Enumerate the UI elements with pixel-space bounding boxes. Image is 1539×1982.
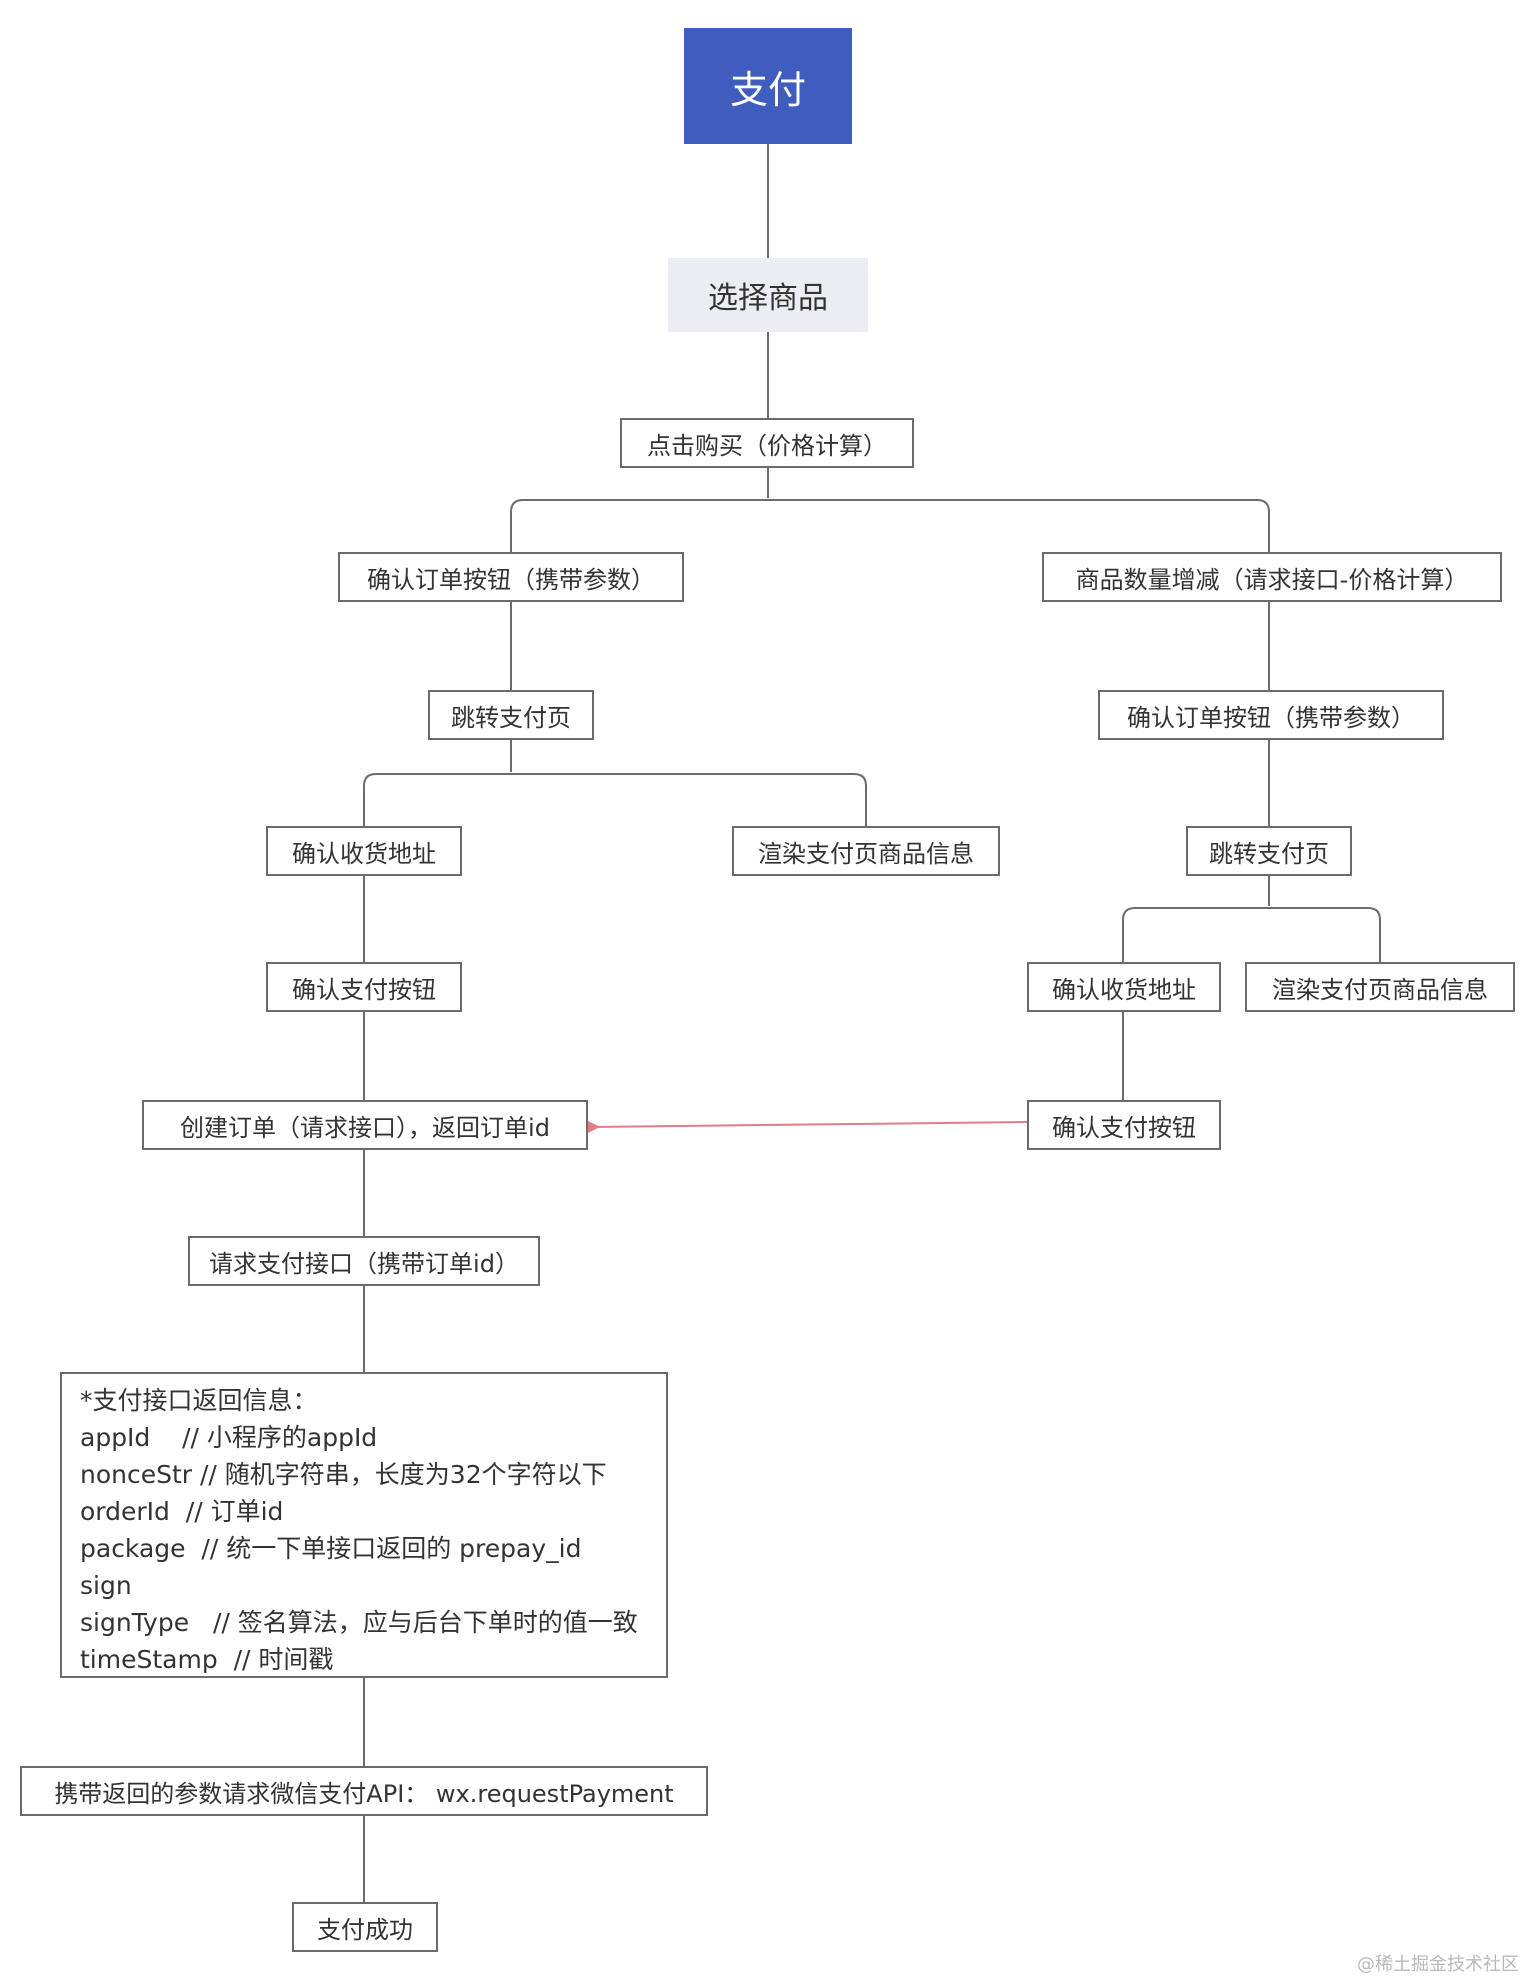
pay-info-line: signType // 签名算法，应与后台下单时的值一致 <box>80 1608 638 1637</box>
pay-info-line: sign <box>80 1571 132 1600</box>
right-goto-pay-node: 跳转支付页 <box>1186 826 1352 876</box>
right-render-goods-node: 渲染支付页商品信息 <box>1245 962 1515 1012</box>
select-goods-node: 选择商品 <box>668 258 868 332</box>
right-confirm-address-node: 确认收货地址 <box>1027 962 1221 1012</box>
pay-info-line: timeStamp // 时间戳 <box>80 1645 334 1674</box>
click-buy-node: 点击购买（价格计算） <box>620 418 914 468</box>
watermark: @稀土掘金技术社区 <box>1357 1954 1519 1975</box>
pay-info-line: package // 统一下单接口返回的 prepay_id <box>80 1534 582 1563</box>
pay-info-line: appId // 小程序的appId <box>80 1423 378 1452</box>
pay-info-line: nonceStr // 随机字符串，长度为32个字符以下 <box>80 1460 607 1489</box>
right-confirm-pay-node: 确认支付按钮 <box>1027 1100 1221 1150</box>
connector <box>510 499 1270 552</box>
right-confirm-order-node: 确认订单按钮（携带参数） <box>1098 690 1444 740</box>
wx-request-payment-node: 携带返回的参数请求微信支付API： wx.requestPayment <box>20 1766 708 1816</box>
pay-info-node: *支付接口返回信息： appId // 小程序的appId nonceStr /… <box>60 1372 668 1678</box>
pay-success-node: 支付成功 <box>292 1902 438 1952</box>
pay-info-line: *支付接口返回信息： <box>80 1386 318 1415</box>
connector <box>363 773 867 826</box>
pay-info-line: orderId // 订单id <box>80 1497 284 1526</box>
left-render-goods-node: 渲染支付页商品信息 <box>732 826 1000 876</box>
connector <box>1122 907 1381 962</box>
root-node-pay: 支付 <box>684 28 852 144</box>
left-confirm-order-node: 确认订单按钮（携带参数） <box>338 552 684 602</box>
left-goto-pay-node: 跳转支付页 <box>428 690 594 740</box>
right-quantity-node: 商品数量增减（请求接口-价格计算） <box>1042 552 1502 602</box>
cross-branch-arrow <box>587 1121 1028 1134</box>
left-confirm-address-node: 确认收货地址 <box>266 826 462 876</box>
left-confirm-pay-node: 确认支付按钮 <box>266 962 462 1012</box>
request-pay-node: 请求支付接口（携带订单id） <box>188 1236 540 1286</box>
create-order-node: 创建订单（请求接口），返回订单id <box>142 1100 588 1150</box>
